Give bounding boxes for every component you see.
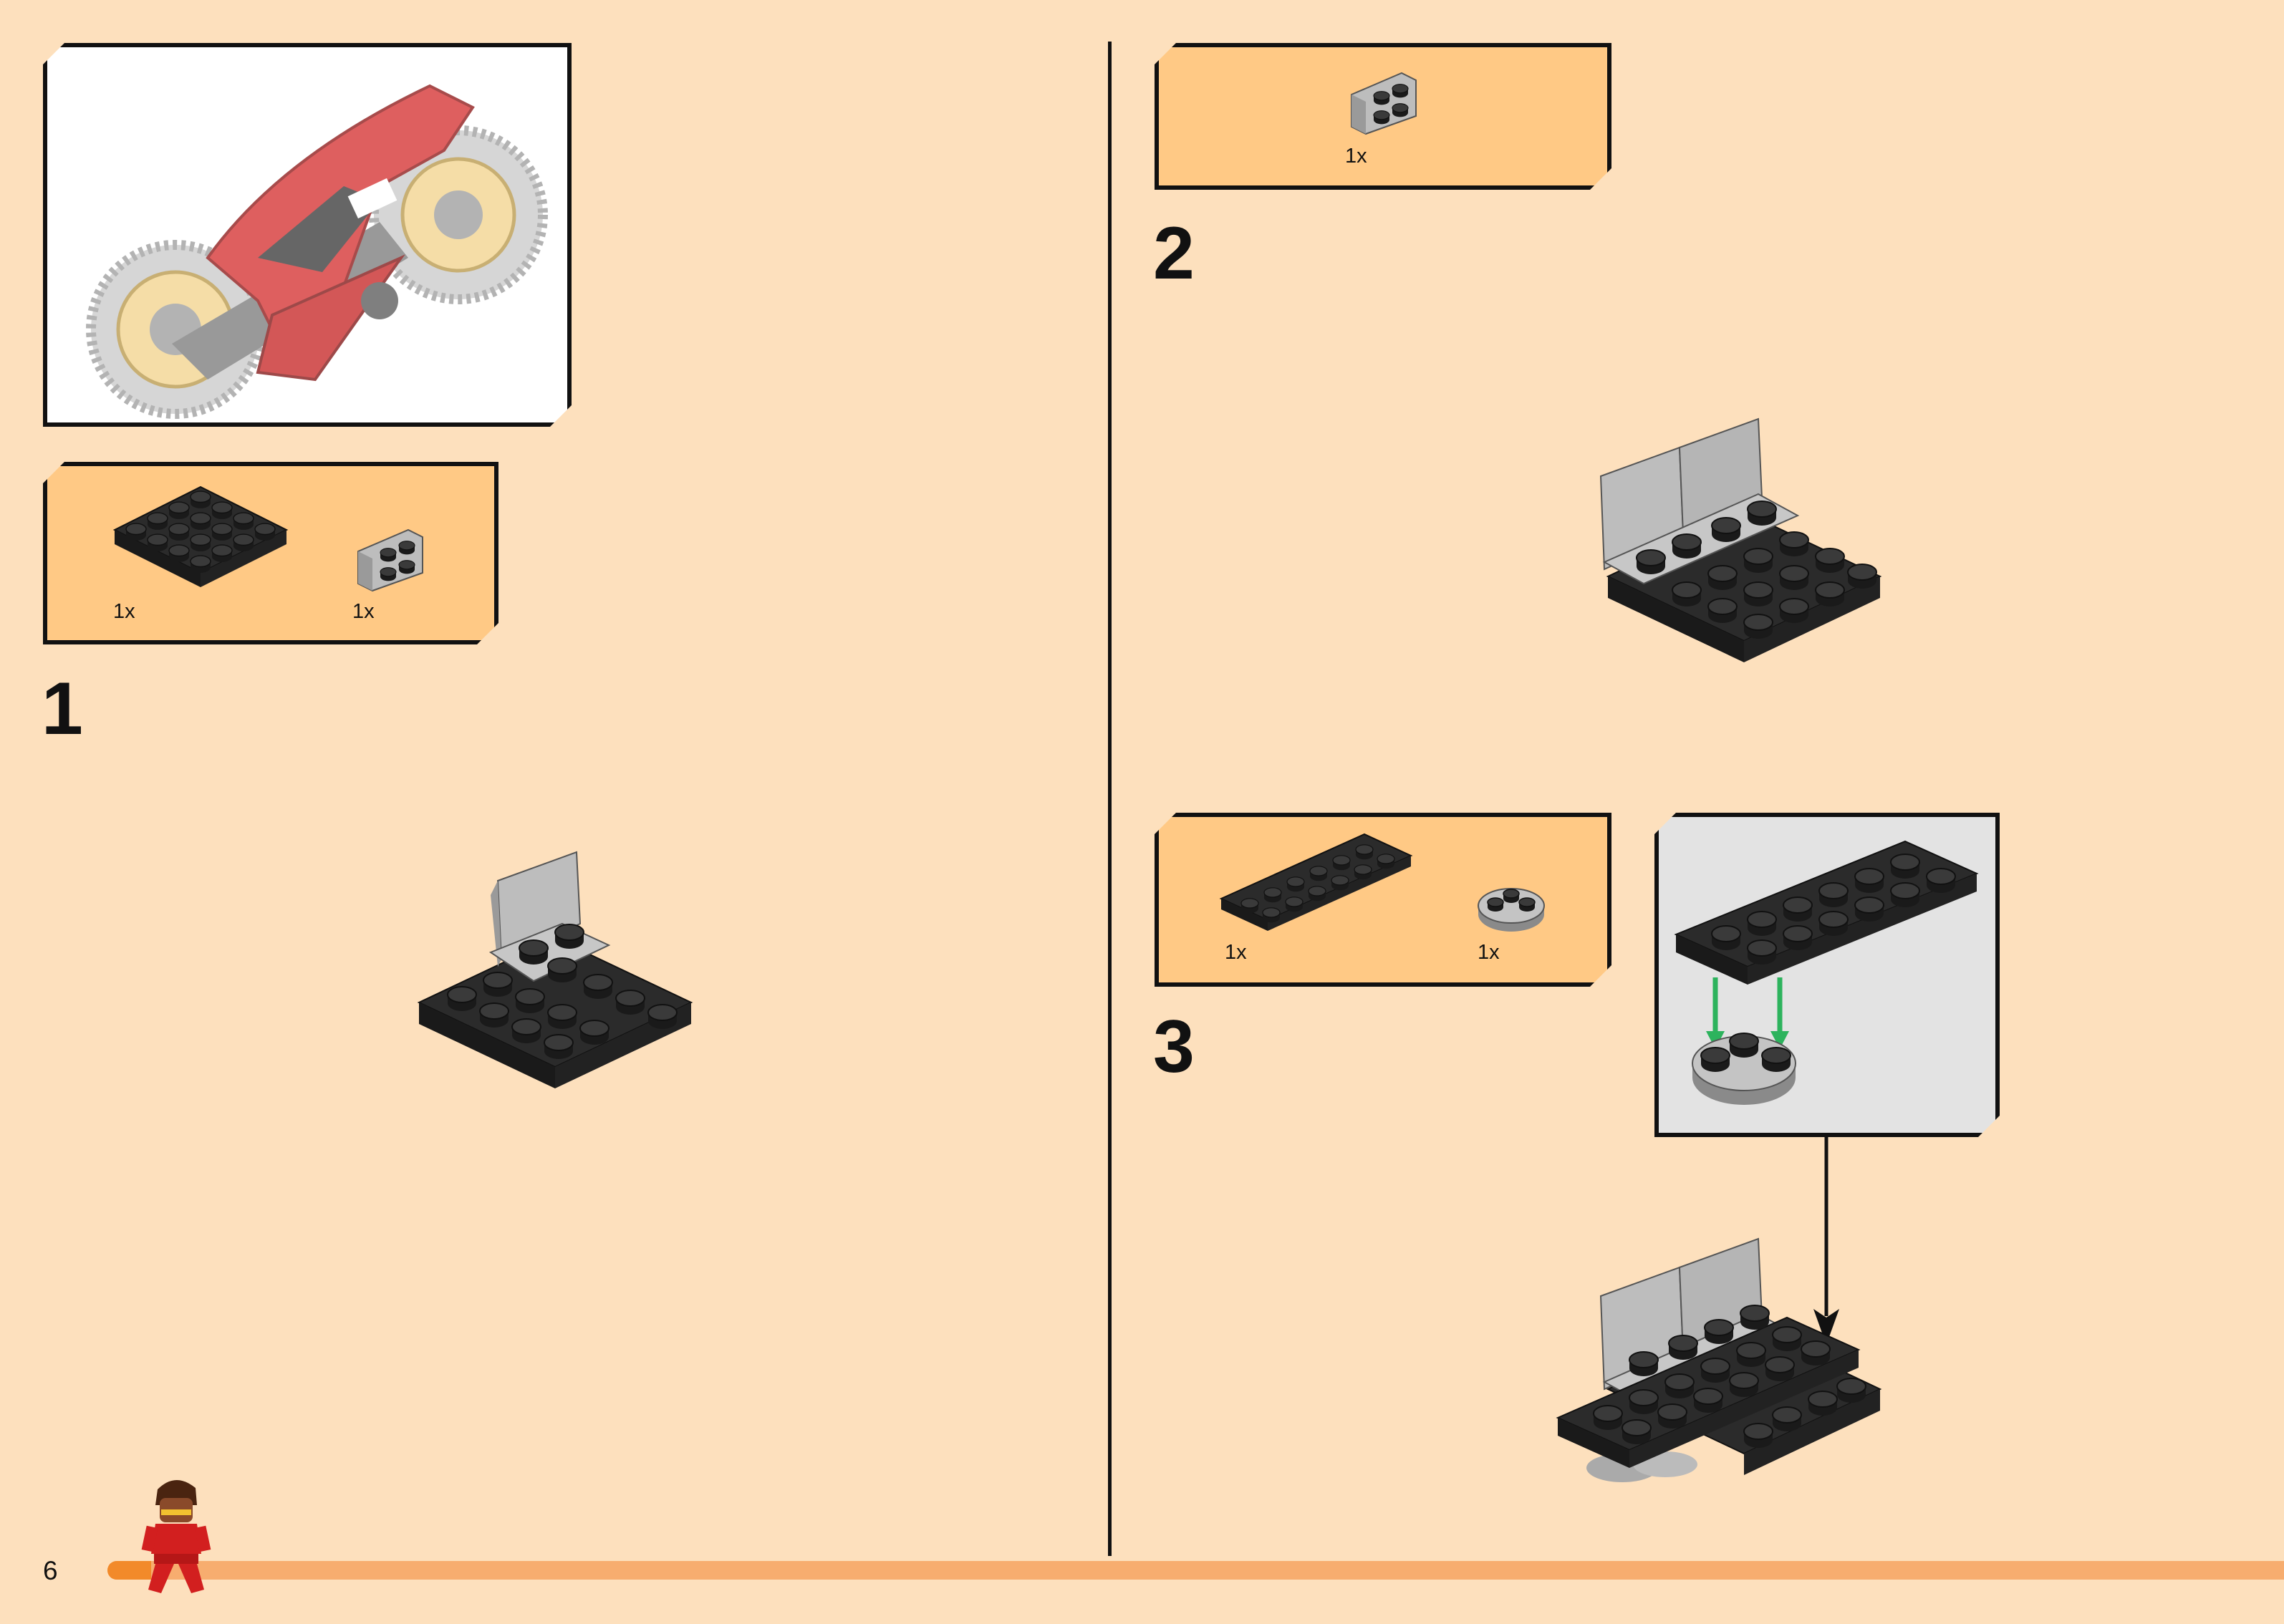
step-3-assembly (1556, 1237, 1882, 1482)
step-3-part-2-qty: 1x (1478, 941, 1500, 964)
step-3-subassembly (1674, 840, 1979, 1105)
page-divider (1108, 42, 1112, 1556)
step-1-assembly (417, 851, 693, 1088)
progress-bar (107, 1561, 2284, 1580)
step-2-assembly (1599, 417, 1882, 662)
step-3-number: 3 (1153, 1005, 1195, 1088)
step-1-number: 1 (42, 667, 83, 750)
motorcycle-preview-icon (86, 84, 548, 419)
step-3-part-1-qty: 1x (1225, 941, 1247, 964)
step-2-part-1-qty: 1x (1345, 145, 1367, 168)
step-1-part-1-qty: 1x (113, 600, 135, 623)
progress-bar-fill (107, 1561, 151, 1580)
round-plate-icon (1478, 888, 1545, 932)
subassembly-pointer-arrow (1813, 1137, 1839, 1345)
step-1-part-2-qty: 1x (352, 600, 375, 623)
plate-4x4-icon (112, 485, 289, 587)
bracket-icon (1351, 72, 1417, 135)
page-number: 6 (43, 1556, 58, 1585)
bracket-icon (357, 528, 423, 592)
plate-2x6-icon (1219, 833, 1413, 931)
step-2-number: 2 (1153, 212, 1195, 295)
minifigure-icon (141, 1479, 211, 1593)
